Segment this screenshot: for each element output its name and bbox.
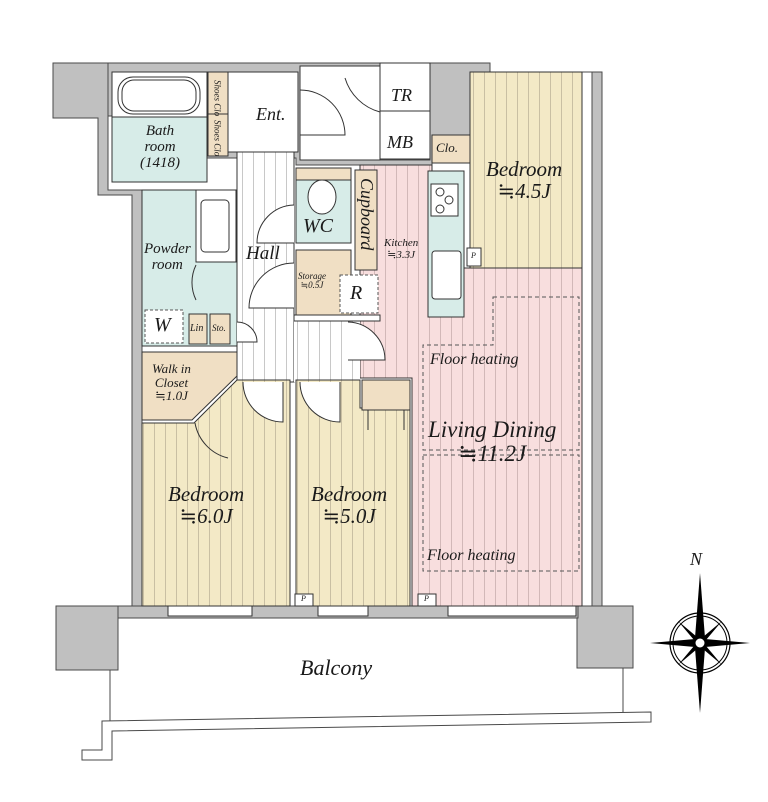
label-floor-heating-1: Floor heating [430, 351, 519, 368]
pillar-left [55, 605, 119, 671]
label-walk-in-closet: Walk in Closet ≒1.0J [152, 361, 191, 404]
linen-closet [188, 313, 208, 345]
label-wc: WC [303, 215, 333, 237]
compass-icon [650, 573, 750, 713]
label-bedroom-45: Bedroom ≒4.5J [486, 157, 563, 204]
label-bathroom: Bath room (1418) [140, 123, 180, 171]
label-mb: MB [387, 132, 413, 152]
sto-closet [209, 313, 231, 345]
label-entrance: Ent. [256, 104, 286, 124]
toilet-icon [307, 179, 337, 215]
label-tr: TR [391, 85, 413, 105]
entrance-door-icon [299, 89, 346, 136]
label-shoes-closet-2: Shoes Clo [212, 120, 223, 157]
label-shoes-closet-1: Shoes Clo [212, 80, 223, 117]
label-cupboard: Cupboard [356, 178, 377, 251]
label-closet-45: Clo. [436, 140, 459, 155]
refrigerator-space [339, 274, 379, 314]
pipe-space-label-1: P [301, 594, 306, 603]
label-bedroom-50: Bedroom ≒5.0J [311, 482, 388, 529]
cupboard [354, 169, 378, 271]
label-powder-room: Powder room [144, 241, 191, 273]
label-living-dining: Living Dining ≒11.2J [428, 417, 557, 467]
label-refrigerator: R [350, 282, 363, 304]
label-kitchen: Kitchen ≒3.3J [384, 237, 419, 261]
bedroom-60-floor [141, 379, 291, 607]
label-storage: Storage ≒0.5J [298, 271, 326, 291]
pipe-space-label-2: P [424, 594, 429, 603]
floor-heating-zone-1 [422, 296, 580, 451]
label-linen: Lin [190, 323, 204, 334]
label-floor-heating-2: Floor heating [427, 547, 516, 564]
label-sto: Sto. [212, 323, 226, 333]
mb-box [379, 110, 431, 160]
entrance-area [227, 71, 299, 153]
label-balcony: Balcony [300, 655, 373, 680]
label-hall: Hall [246, 243, 280, 264]
closet-50 [361, 379, 411, 411]
bedroom-45-floor [469, 71, 583, 269]
windows [167, 605, 577, 617]
walk-in-closet-floor [141, 351, 238, 421]
label-bedroom-60: Bedroom ≒6.0J [168, 482, 245, 529]
balcony-outline [81, 668, 652, 761]
pipe-space-label-3: P [471, 251, 476, 260]
washer-space [144, 309, 184, 344]
pillar-right [576, 605, 634, 669]
closet-45 [431, 134, 471, 164]
compass-north-label: N [690, 549, 703, 569]
sink-icon [431, 250, 462, 300]
floor-heating-zone-2 [422, 454, 580, 572]
label-washer: W [154, 314, 171, 336]
